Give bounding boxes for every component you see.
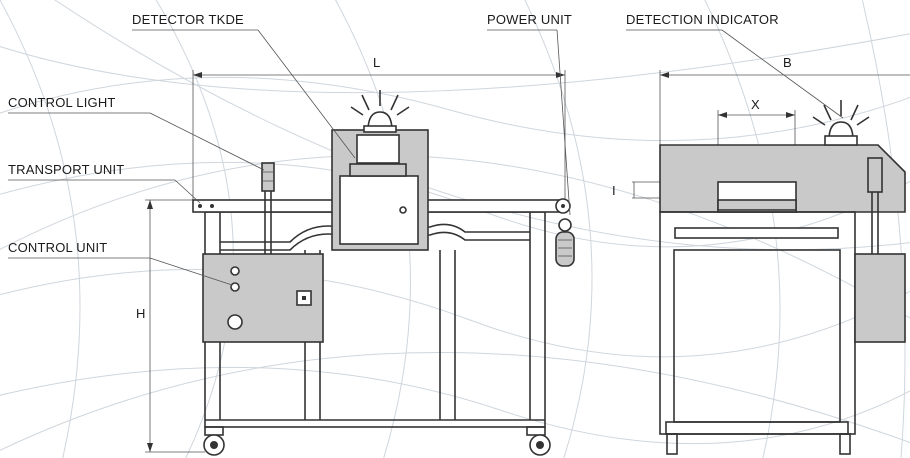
side-view: L H <box>136 55 575 456</box>
wheels <box>203 426 551 456</box>
detection-indicator-label: DETECTION INDICATOR <box>626 12 779 27</box>
dimension-opening-height-label: I <box>612 183 616 198</box>
control-light <box>261 162 275 255</box>
front-beacon <box>812 100 870 146</box>
dimension-opening-width-label: X <box>751 97 760 112</box>
beacon-rays <box>350 90 410 116</box>
dimension-height-label: H <box>136 306 145 321</box>
power-unit-pulley <box>555 218 575 267</box>
dimension-width-label: B <box>783 55 792 70</box>
detector-unit <box>331 90 429 251</box>
dimension-length-label: L <box>373 55 380 70</box>
control-unit-label: CONTROL UNIT <box>8 240 107 255</box>
control-light-label: CONTROL LIGHT <box>8 95 116 110</box>
detector-label: DETECTOR TKDE <box>132 12 244 27</box>
control-unit-box <box>202 253 324 343</box>
labels: DETECTOR TKDE POWER UNIT DETECTION INDIC… <box>8 12 844 286</box>
power-unit-label: POWER UNIT <box>487 12 572 27</box>
control-unit-front <box>854 253 906 343</box>
transport-unit-label: TRANSPORT UNIT <box>8 162 124 177</box>
front-view: B X I <box>612 55 910 455</box>
